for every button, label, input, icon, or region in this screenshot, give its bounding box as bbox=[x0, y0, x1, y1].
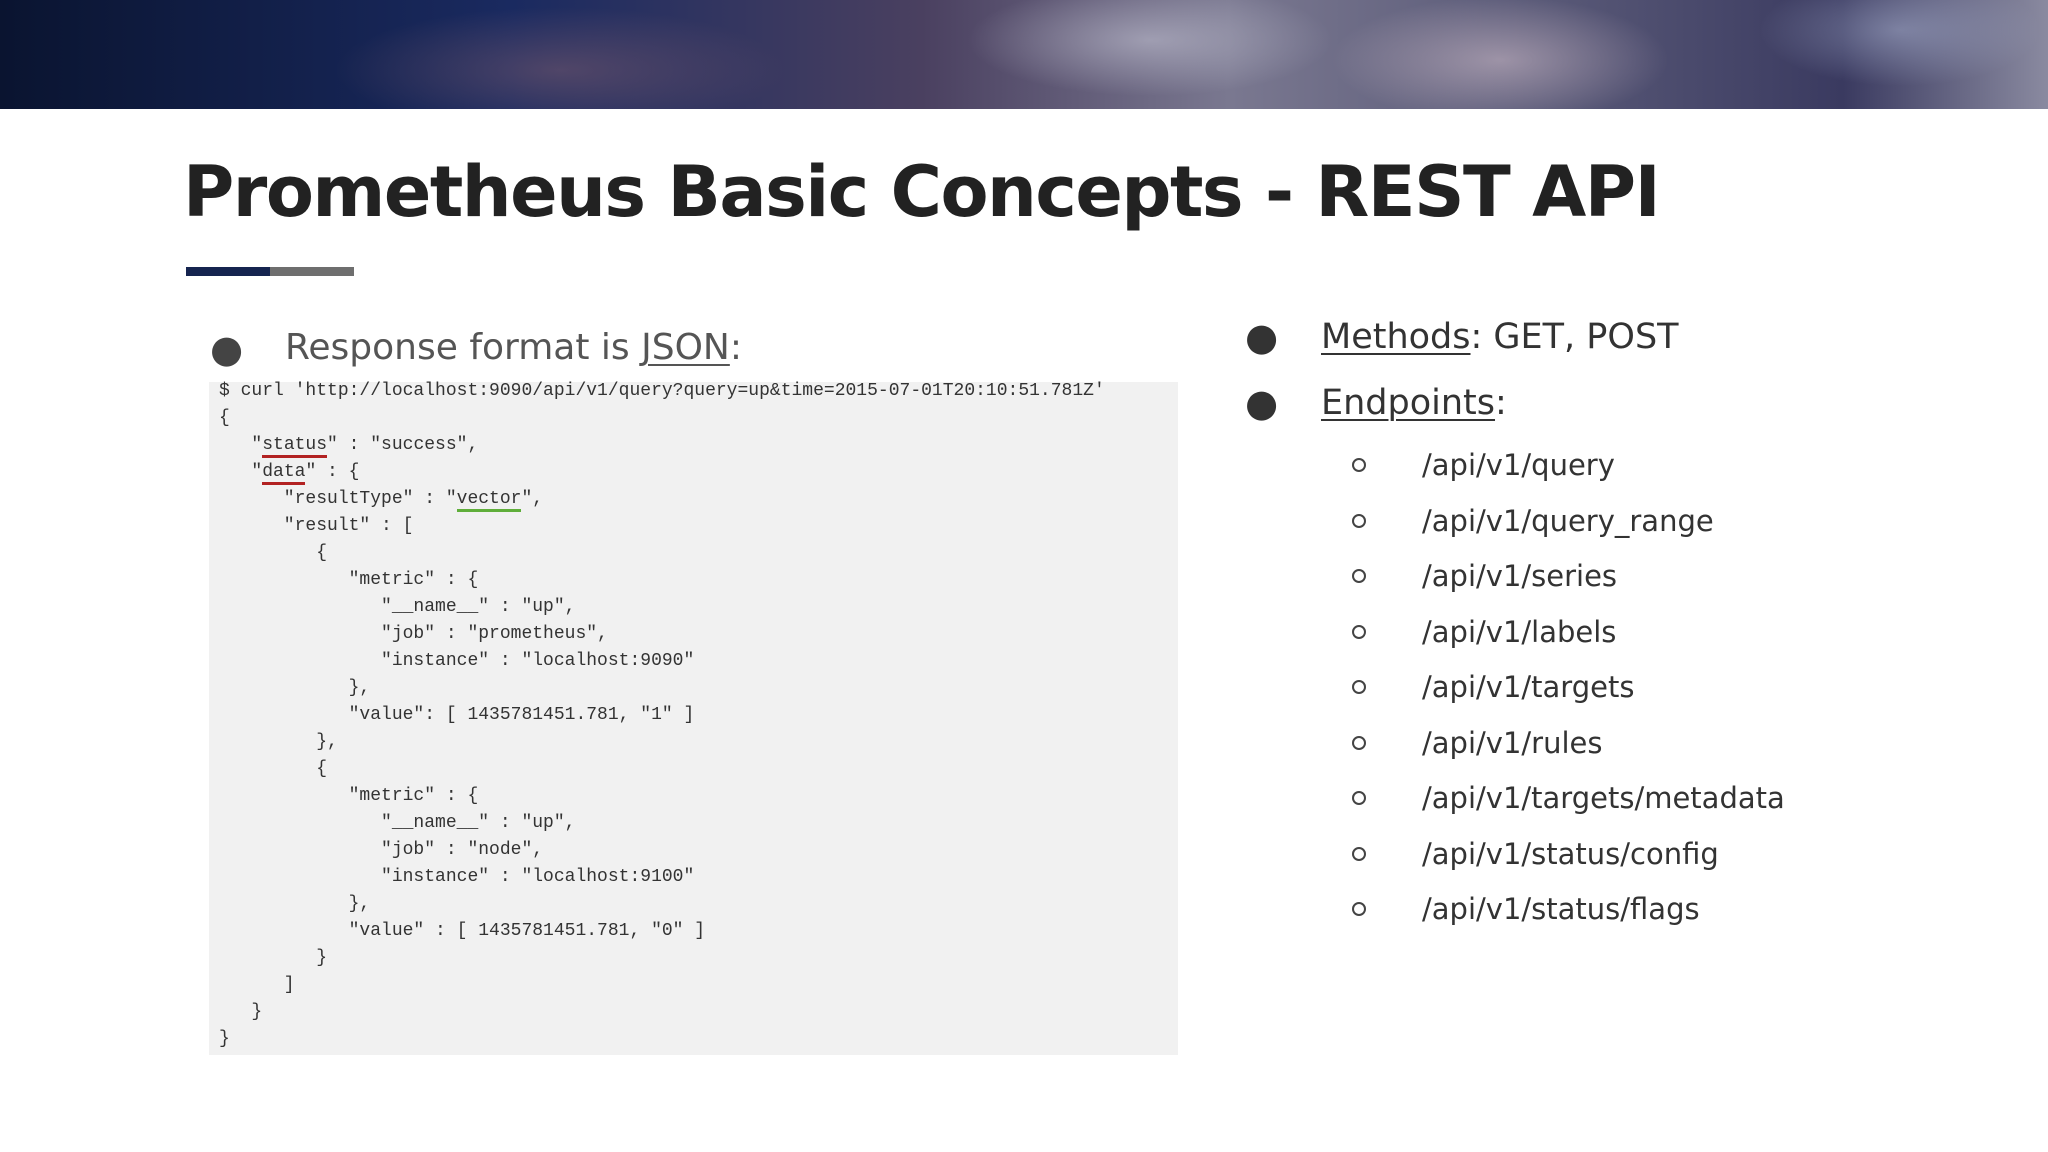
code-line: { bbox=[219, 543, 328, 563]
sub-bullet-circle-icon bbox=[1352, 458, 1366, 472]
endpoints-bullet: Endpoints: bbox=[1321, 380, 1507, 426]
methods-bullet: Methods: GET, POST bbox=[1321, 314, 1679, 360]
endpoints-bullet-dot: ● bbox=[1245, 381, 1279, 425]
methods-value: : GET, POST bbox=[1470, 317, 1679, 357]
sub-bullet-circle-icon bbox=[1352, 791, 1366, 805]
code-line: "result" : [ bbox=[219, 516, 414, 536]
code-line: { bbox=[219, 408, 230, 428]
code-line: }, bbox=[219, 894, 371, 914]
code-block bbox=[209, 382, 1178, 1055]
code-line: "job" : "node", bbox=[219, 840, 544, 860]
sub-bullet-circle-icon bbox=[1352, 902, 1366, 916]
methods-link[interactable]: Methods bbox=[1321, 317, 1471, 357]
endpoint-item: /api/v1/status/flags bbox=[1422, 892, 1700, 926]
title-accent-bar-dark bbox=[186, 267, 270, 276]
code-line: "metric" : { bbox=[219, 786, 479, 806]
endpoint-item: /api/v1/query bbox=[1422, 448, 1615, 482]
endpoint-item: /api/v1/labels bbox=[1422, 614, 1617, 649]
code-line: }, bbox=[219, 732, 338, 752]
code-line: "job" : "prometheus", bbox=[219, 624, 608, 644]
status-key-highlight: status bbox=[262, 435, 328, 458]
endpoint-item: /api/v1/rules bbox=[1422, 725, 1603, 760]
code-line: "metric" : { bbox=[219, 570, 479, 590]
endpoints-link[interactable]: Endpoints bbox=[1321, 383, 1496, 423]
endpoint-item: /api/v1/targets bbox=[1422, 670, 1635, 704]
code-line: "resultType" : "vector", bbox=[219, 487, 543, 512]
code-line: "instance" : "localhost:9090" bbox=[219, 651, 695, 671]
slide-title: Prometheus Basic Concepts - REST API bbox=[183, 151, 1661, 233]
methods-bullet-dot: ● bbox=[1245, 315, 1279, 359]
code-line: "status" : "success", bbox=[219, 433, 478, 458]
title-accent-bar-gray bbox=[270, 267, 354, 276]
code-line: "value": [ 1435781451.781, "1" ] bbox=[219, 705, 695, 725]
code-line: { bbox=[219, 759, 328, 779]
code-line: }, bbox=[219, 678, 371, 698]
header-banner-image bbox=[0, 0, 2048, 109]
code-line: "data" : { bbox=[219, 460, 359, 485]
code-line: } bbox=[219, 948, 328, 968]
endpoint-item: /api/v1/series bbox=[1422, 559, 1618, 593]
sub-bullet-circle-icon bbox=[1352, 569, 1366, 583]
response-format-bullet: Response format is JSON: bbox=[285, 325, 742, 371]
left-bullet-dot: ● bbox=[210, 327, 244, 371]
endpoint-item: /api/v1/status/config bbox=[1422, 836, 1719, 871]
vector-value-highlight: vector bbox=[456, 489, 522, 512]
code-line: } bbox=[219, 1029, 230, 1049]
sub-bullet-circle-icon bbox=[1352, 680, 1366, 694]
code-line: "__name__" : "up", bbox=[219, 813, 576, 833]
code-line: "value" : [ 1435781451.781, "0" ] bbox=[219, 921, 706, 941]
json-link[interactable]: JSON bbox=[641, 327, 730, 368]
curl-command: $ curl 'http://localhost:9090/api/v1/que… bbox=[219, 381, 1105, 401]
endpoint-item: /api/v1/targets/metadata bbox=[1422, 781, 1785, 815]
sub-bullet-circle-icon bbox=[1352, 513, 1366, 528]
code-line: ] bbox=[219, 975, 295, 995]
code-line: "instance" : "localhost:9100" bbox=[219, 867, 695, 887]
response-format-colon: : bbox=[729, 327, 742, 368]
sub-bullet-circle-icon bbox=[1352, 624, 1366, 639]
code-line: } bbox=[219, 1002, 263, 1022]
sub-bullet-circle-icon bbox=[1352, 735, 1366, 750]
response-format-text: Response format is bbox=[285, 327, 642, 368]
code-line: "__name__" : "up", bbox=[219, 597, 576, 617]
endpoints-colon: : bbox=[1495, 383, 1507, 423]
endpoint-item: /api/v1/query_range bbox=[1422, 503, 1714, 538]
sub-bullet-circle-icon bbox=[1352, 846, 1366, 861]
data-key-highlight: data bbox=[262, 462, 306, 485]
